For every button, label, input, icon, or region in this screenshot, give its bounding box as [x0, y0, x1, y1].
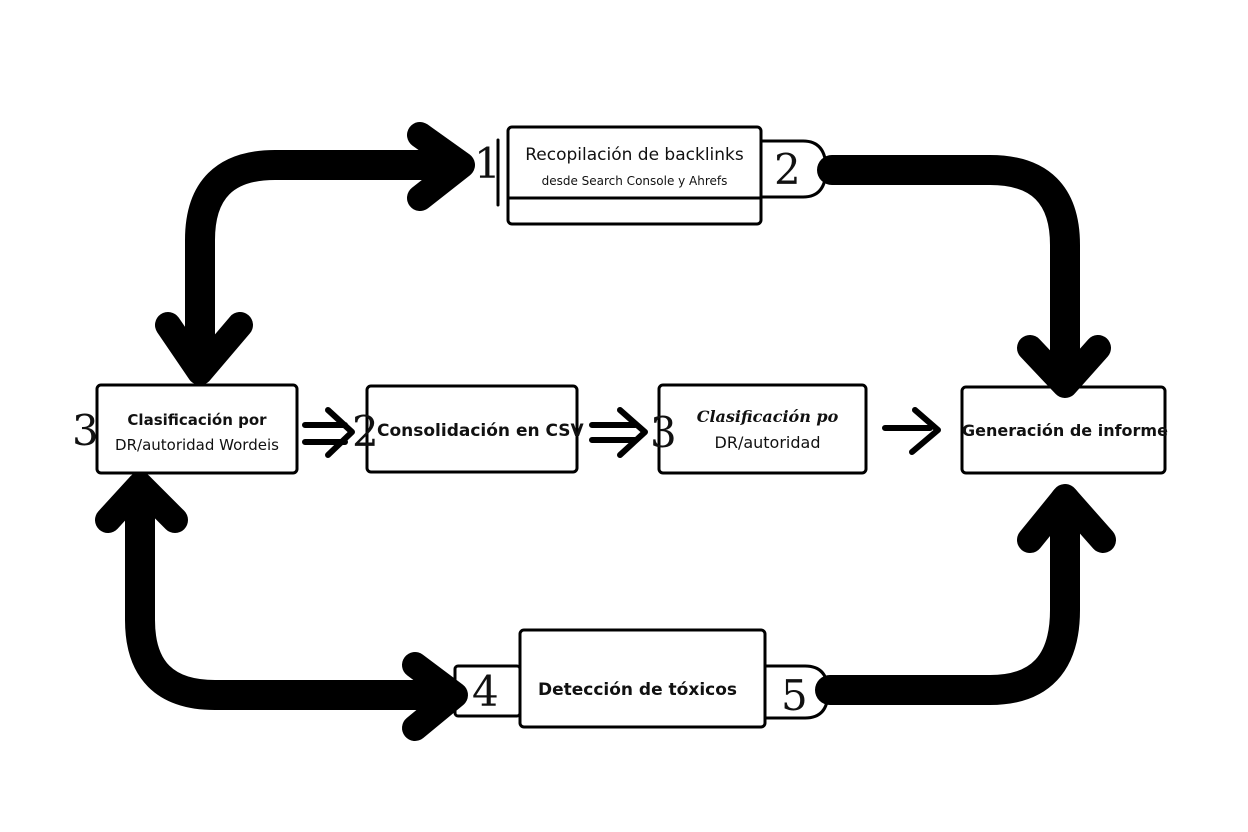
- step-number-classification: 3: [650, 408, 677, 457]
- arrow-left-to-toxic: [125, 490, 455, 710]
- arrow-left-to-top: [185, 150, 460, 360]
- toxic-box-tab-5: [763, 664, 830, 720]
- small-arrow-1: [302, 407, 355, 458]
- arrowhead-left-down: [155, 312, 253, 385]
- left-box-line2: DR/autoridad Wordeis: [115, 436, 279, 454]
- arrowhead-top-left: [407, 122, 475, 211]
- left-box: [95, 383, 299, 475]
- arrow-top-to-report: [817, 155, 1080, 370]
- small-arrow-2: [589, 407, 648, 458]
- report-label: Generación de informe: [962, 421, 1168, 440]
- left-box-line1: Clasificación por: [127, 411, 267, 429]
- top-box: [506, 125, 763, 226]
- consolidation-label: Consolidación en CSV: [377, 421, 584, 441]
- toxic-box: [518, 628, 767, 729]
- arrowhead-report-down: [1017, 335, 1111, 398]
- arrowhead-left-up: [95, 472, 188, 533]
- step-number-consolidation: 2: [352, 407, 379, 456]
- top-box-tab-2: [759, 139, 828, 199]
- step-number-toxic-right: 5: [781, 671, 808, 720]
- classification-box: [657, 383, 868, 475]
- top-box-title: Recopilación de backlinks: [525, 145, 744, 165]
- step-number-top-left: 1: [474, 139, 501, 188]
- toxic-box-tab-4: [453, 664, 522, 718]
- classification-line1: Clasificación po: [696, 407, 839, 426]
- arrowhead-report-up: [1017, 484, 1116, 553]
- toxic-label: Detección de tóxicos: [537, 680, 738, 700]
- consolidation-box: [365, 384, 579, 474]
- step-number-left-box: 3: [72, 406, 99, 455]
- step-number-top-right: 2: [774, 145, 801, 194]
- arrow-toxic-to-report: [815, 485, 1080, 705]
- report-box: [960, 385, 1167, 475]
- top-box-subtitle: desde Search Console y Ahrefs: [541, 174, 728, 188]
- step-number-toxic-left: 4: [472, 667, 499, 716]
- classification-line2: DR/autoridad: [714, 433, 821, 452]
- small-arrow-3: [882, 407, 941, 455]
